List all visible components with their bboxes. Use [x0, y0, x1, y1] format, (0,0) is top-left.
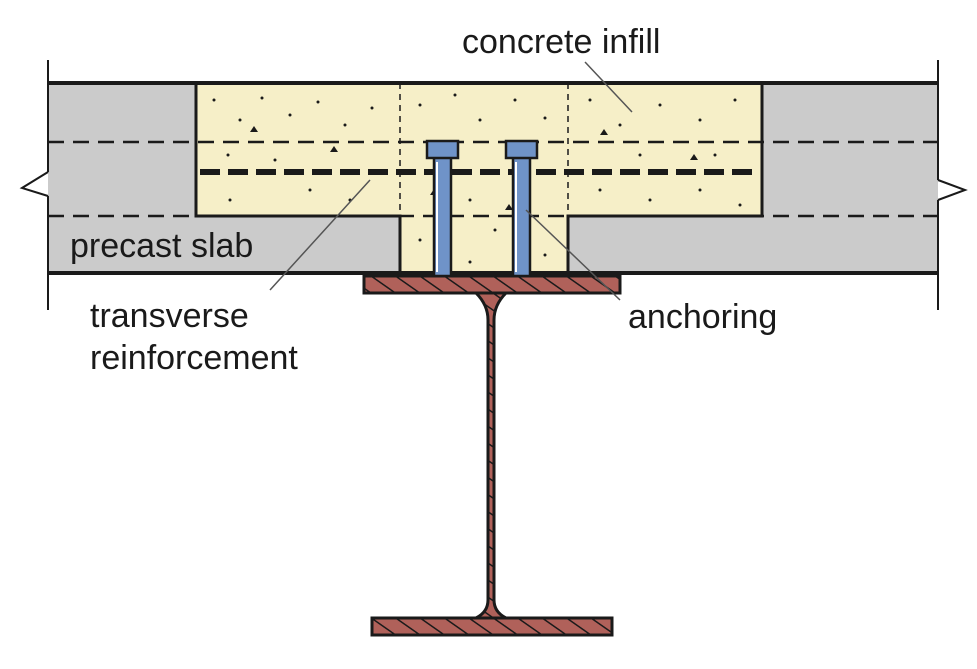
break-mark-left — [19, 171, 49, 197]
leader-anchoring — [525, 209, 621, 301]
steel-top-flange — [362, 274, 622, 295]
label-concrete-infill: concrete infill — [462, 23, 661, 61]
concrete-aggregate-speckles — [212, 93, 742, 264]
steel-bottom-flange — [370, 616, 614, 637]
label-reinforcement: reinforcement — [90, 339, 298, 377]
shear-stud-right — [504, 139, 539, 278]
label-anchoring: anchoring — [628, 298, 778, 336]
shear-stud-left — [425, 139, 460, 278]
label-transverse: transverse — [90, 297, 249, 335]
leader-concrete-infill — [584, 61, 633, 113]
precast-slab-right-step — [568, 216, 938, 273]
label-precast-slab: precast slab — [70, 227, 254, 265]
leader-transverse-reinforcement — [269, 179, 371, 291]
precast-slab-left-step — [48, 216, 400, 273]
break-mark-right — [937, 179, 968, 201]
steel-web — [472, 291, 510, 620]
